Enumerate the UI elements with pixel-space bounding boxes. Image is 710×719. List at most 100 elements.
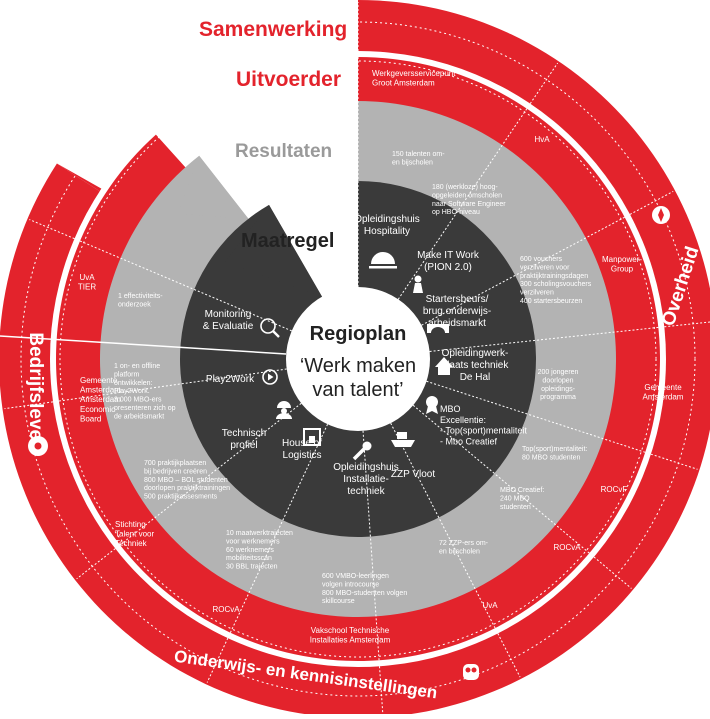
result-label-6-line: studenten — [500, 504, 531, 511]
sector-label-bedrijfsleven: Bedrijfsleven — [25, 332, 46, 451]
executor-label-11-line: Amsterdam — [80, 395, 121, 404]
result-label-11-line: ontwikkelen: — [114, 380, 153, 387]
result-label-6-line: 240 MBO — [500, 495, 530, 502]
result-label-12: 1 effectiviteits-onderzoek — [118, 293, 163, 308]
executor-label-2: HvA — [534, 135, 550, 144]
compass-icon — [652, 206, 670, 224]
result-label-2-line: naar Software Engineer — [432, 201, 506, 208]
result-label-9-line: 60 werknemers — [226, 547, 274, 554]
sector-divider — [4, 368, 287, 410]
executor-label-8-line: Installaties Amsterdam — [310, 636, 391, 645]
measure-label-7-line: Opleidingshuis — [333, 462, 399, 473]
result-label-3-line: verzilveren — [520, 290, 554, 297]
result-label-2-line: op HBO-niveau — [432, 209, 480, 216]
result-label-10-line: bij bedrijven creëren — [144, 468, 207, 475]
executor-label-10-line: Talent voor — [115, 530, 154, 539]
executor-label-11-line: Board — [80, 414, 101, 423]
result-label-4-line: programma — [540, 394, 576, 401]
measure-label-7-line: techniek — [347, 486, 385, 497]
sector-divider — [426, 380, 698, 470]
center-subtitle-2: van talent’ — [312, 379, 403, 401]
result-label-11-line: platform — [114, 371, 139, 378]
ship-icon — [391, 432, 415, 447]
result-label-5-line: Top(sport)mentaliteit: — [522, 446, 587, 453]
measure-label-6: ZZP Vloot — [391, 469, 435, 480]
result-label-3-line: praktijktrainingsdagen — [520, 273, 588, 280]
measure-label-3-line: brug onderwijs- — [423, 306, 491, 317]
measure-label-2-line: (PION 2.0) — [424, 262, 472, 273]
result-label-9-line: voor werknemers — [226, 538, 280, 545]
result-label-12-line: onderzoek — [118, 301, 151, 308]
measure-label-4-line: Opleidingwerk- — [442, 348, 509, 359]
heading-resultaten: Resultaten — [235, 141, 333, 162]
sector-divider — [429, 321, 710, 352]
measure-label-8-line: Logistics — [283, 450, 322, 461]
result-label-8-line: volgen introcourse — [322, 581, 379, 588]
measure-label-5-line: Excellentie: — [440, 415, 486, 425]
play-icon — [262, 369, 278, 385]
result-label-7: 72 ZZP-ers om-en bijscholen — [439, 540, 489, 555]
result-label-8-line: 800 MBO-studenten volgen — [322, 590, 407, 597]
sector-divider-bedrijfsleven — [0, 335, 287, 355]
result-label-1-line: 150 talenten om- — [392, 151, 445, 158]
hardhat-worker-icon — [276, 401, 292, 419]
result-label-9-line: 30 BBL trajecten — [226, 564, 278, 571]
executor-label-12-line: UvA — [79, 273, 95, 282]
magnifier-icon — [260, 318, 280, 338]
result-label-3-line: verzilveren voor — [520, 264, 570, 271]
measure-label-1-line: Hospitality — [364, 226, 410, 237]
sector-divider — [390, 422, 521, 678]
measure-label-8-line: House of — [282, 438, 322, 449]
executor-label-10-line: Stichting — [115, 520, 146, 529]
result-label-11-line: presenteren zich op — [114, 405, 176, 412]
measure-label-3-line: arbeidsmarkt — [428, 318, 486, 329]
house-icon — [435, 357, 453, 375]
executor-label-4-line: Amsterdam — [643, 393, 684, 402]
result-label-3-line: 600 vouchers — [520, 256, 563, 263]
executor-label-11-line: Economic — [80, 405, 115, 414]
result-label-2: 180 (werkloze) hoog-opgeleiden omscholen… — [432, 184, 506, 216]
result-label-4-line: doorlopen — [542, 377, 573, 384]
result-label-3-line: 400 startersbeurzen — [520, 298, 582, 305]
measure-label-7-line: Installatie- — [343, 474, 389, 485]
result-label-4-line: opleidings- — [541, 386, 576, 393]
executor-label-4-line: Gemeente — [644, 383, 682, 392]
measure-label-5-line: MBO — [440, 404, 461, 414]
executor-label-10-line: Techniek — [115, 539, 148, 548]
measure-label-2: Make IT Work(PION 2.0) — [417, 250, 480, 273]
result-label-11-line: 3.000 MBO-ers — [114, 397, 162, 404]
sector-divider — [397, 62, 559, 300]
result-label-1: 150 talenten om-en bijscholen — [392, 151, 445, 166]
measure-label-11: Monitoring& Evaluatie — [203, 309, 254, 332]
result-label-9-line: mobiliteitsscan — [226, 555, 272, 562]
measure-label-1-line: Opleidingshuis — [354, 214, 420, 225]
result-label-9-line: 10 maatwerktrajecten — [226, 530, 293, 537]
measure-label-9-line: Technisch — [222, 428, 266, 439]
bridge-icon — [427, 324, 449, 333]
executor-label-7-line: UvA — [482, 601, 498, 610]
wrench-icon — [352, 441, 372, 461]
sector-divider — [206, 424, 329, 683]
measure-label-3: Startersbeurs/brug onderwijs-arbeidsmark… — [423, 294, 491, 329]
ring-dotted-border — [59, 60, 657, 658]
executor-label-5-line: ROCvF — [601, 485, 628, 494]
cloche-icon — [369, 252, 397, 269]
executor-label-11-line: Amsterdam — [80, 386, 121, 395]
result-label-10-line: 700 praktijkplaatsen — [144, 460, 206, 467]
measure-label-11-line: Monitoring — [205, 309, 252, 320]
gear-icon — [28, 436, 48, 456]
result-label-10-line: doorlopen praktijktrainingen — [144, 485, 230, 492]
measure-label-5-line: - Mbo Creatief — [440, 436, 498, 446]
executor-label-3-line: Manpower- — [602, 255, 642, 264]
executor-label-3: Manpower-Group — [602, 255, 642, 274]
measure-label-10: Play2Work — [206, 374, 255, 385]
